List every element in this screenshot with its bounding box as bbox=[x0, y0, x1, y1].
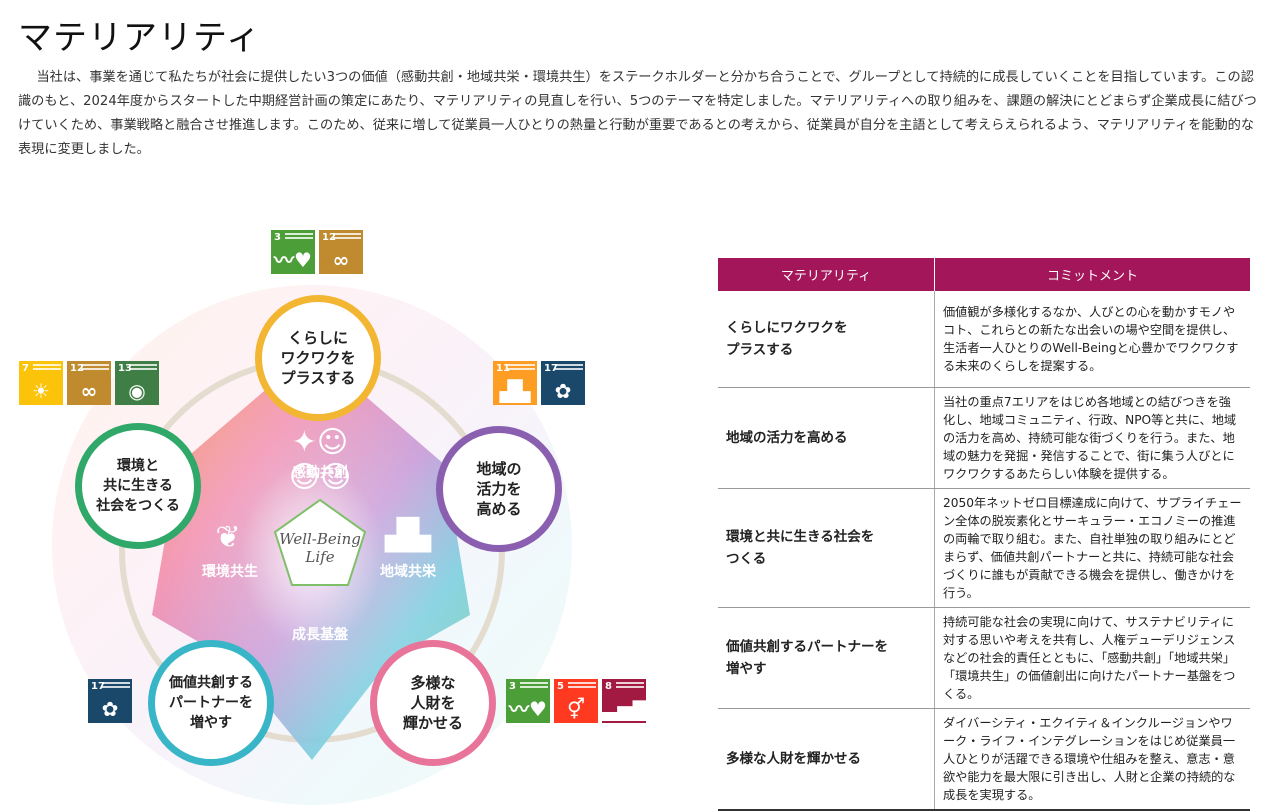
cell-materiality: 価値共創するパートナーを 増やす bbox=[718, 607, 935, 709]
sdg-5-icon: 5⚥ bbox=[554, 679, 598, 723]
sdg-group-bottom-right: 3〰♥ 5⚥ 8▃▅▇ bbox=[506, 679, 649, 723]
center-badge-line1: Well-Being bbox=[279, 530, 361, 548]
sdg-7-icon: 7☀ bbox=[19, 361, 63, 405]
cell-materiality: 多様な人財を輝かせる bbox=[718, 708, 935, 811]
value-label-chiiki: 地域共栄 bbox=[380, 564, 436, 580]
sdg-group-left: 7☀ 12∞ 13◉ bbox=[19, 361, 159, 405]
materiality-circle-partner: 価値共創する パートナーを 増やす bbox=[148, 640, 274, 766]
header-materiality: マテリアリティ bbox=[718, 258, 935, 291]
cell-materiality: 環境と共に生きる社会を つくる bbox=[718, 488, 935, 608]
table-header-row: マテリアリティ コミットメント bbox=[718, 258, 1250, 291]
cell-commitment: ダイバーシティ・エクイティ＆インクルージョンやワーク・ライフ・インテグレーション… bbox=[934, 708, 1250, 811]
materiality-circle-jinzai: 多様な 人財を 輝かせる bbox=[370, 640, 496, 766]
cell-commitment: 当社の重点7エリアをはじめ各地域との結びつきを強化し、地域コミュニティ、行政、N… bbox=[934, 387, 1250, 489]
cell-commitment: 価値観が多様化するなか、人びとの心を動かすモノやコト、これらとの新たな出会いの場… bbox=[934, 291, 1250, 388]
header-commitment: コミットメント bbox=[934, 258, 1250, 291]
table-row: 価値共創するパートナーを 増やす 持続可能な社会の実現に向けて、サステナビリティ… bbox=[718, 607, 1250, 709]
sdg-group-bottom-left: 17✿ bbox=[88, 679, 132, 723]
cell-materiality: 地域の活力を高める bbox=[718, 387, 935, 489]
materiality-circle-kurashi: くらしに ワクワクを プラスする bbox=[255, 295, 381, 421]
table-row: 地域の活力を高める 当社の重点7エリアをはじめ各地域との結びつきを強化し、地域コ… bbox=[718, 387, 1250, 489]
sdg-12-icon: 12∞ bbox=[319, 230, 363, 274]
buildings-icon: ▟▙ bbox=[384, 518, 432, 553]
sdg-12-icon: 12∞ bbox=[67, 361, 111, 405]
people-cheer-icon: ✦☺☺☺✦ bbox=[288, 425, 352, 530]
center-badge-shape bbox=[273, 498, 367, 586]
sdg-11-icon: 11▟▙ bbox=[493, 361, 537, 405]
sdg-13-icon: 13◉ bbox=[115, 361, 159, 405]
value-label-kando: 感動共創 bbox=[292, 465, 348, 481]
sdg-17-icon: 17✿ bbox=[541, 361, 585, 405]
cell-commitment: 持続可能な社会の実現に向けて、サステナビリティに対する思いや考えを共有し、人権デ… bbox=[934, 607, 1250, 709]
sdg-3-icon: 3〰♥ bbox=[271, 230, 315, 274]
intro-text: 当社は、事業を通じて私たちが社会に提供したい3つの価値（感動共創・地域共栄・環境… bbox=[18, 66, 1258, 162]
materiality-diagram: Well-Being Life ✦☺☺☺✦ 感動共創 ❦ 環境共生 ▟▙ 地域共… bbox=[0, 200, 648, 809]
cell-materiality: くらしにワクワクを プラスする bbox=[718, 291, 935, 388]
table-row: くらしにワクワクを プラスする 価値観が多様化するなか、人びとの心を動かすモノや… bbox=[718, 291, 1250, 388]
value-label-seicho: 成長基盤 bbox=[292, 627, 348, 643]
table-row: 環境と共に生きる社会を つくる 2050年ネットゼロ目標達成に向けて、サプライチ… bbox=[718, 488, 1250, 608]
center-badge: Well-Being Life bbox=[272, 530, 368, 566]
sprout-hands-icon: ❦ bbox=[215, 520, 241, 555]
sdg-17-icon: 17✿ bbox=[88, 679, 132, 723]
sdg-8-icon: 8▃▅▇ bbox=[602, 679, 649, 723]
value-label-kankyo: 環境共生 bbox=[202, 564, 258, 580]
sdg-3-icon: 3〰♥ bbox=[506, 679, 550, 723]
sdg-group-right: 11▟▙ 17✿ bbox=[493, 361, 585, 405]
materiality-circle-chiiki: 地域の 活力を 高める bbox=[436, 426, 562, 552]
page-title: マテリアリティ bbox=[18, 18, 261, 58]
table-row: 多様な人財を輝かせる ダイバーシティ・エクイティ＆インクルージョンやワーク・ライ… bbox=[718, 708, 1250, 811]
materiality-table: マテリアリティ コミットメント くらしにワクワクを プラスする 価値観が多様化す… bbox=[718, 258, 1250, 811]
cell-commitment: 2050年ネットゼロ目標達成に向けて、サプライチェーン全体の脱炭素化とサーキュラ… bbox=[934, 488, 1250, 608]
materiality-circle-kankyo: 環境と 共に生きる 社会をつくる bbox=[75, 423, 201, 549]
sdg-group-top: 3〰♥ 12∞ bbox=[271, 230, 363, 274]
center-badge-line2: Life bbox=[305, 548, 335, 566]
intro-paragraph: 当社は、事業を通じて私たちが社会に提供したい3つの価値（感動共創・地域共栄・環境… bbox=[18, 70, 1257, 157]
